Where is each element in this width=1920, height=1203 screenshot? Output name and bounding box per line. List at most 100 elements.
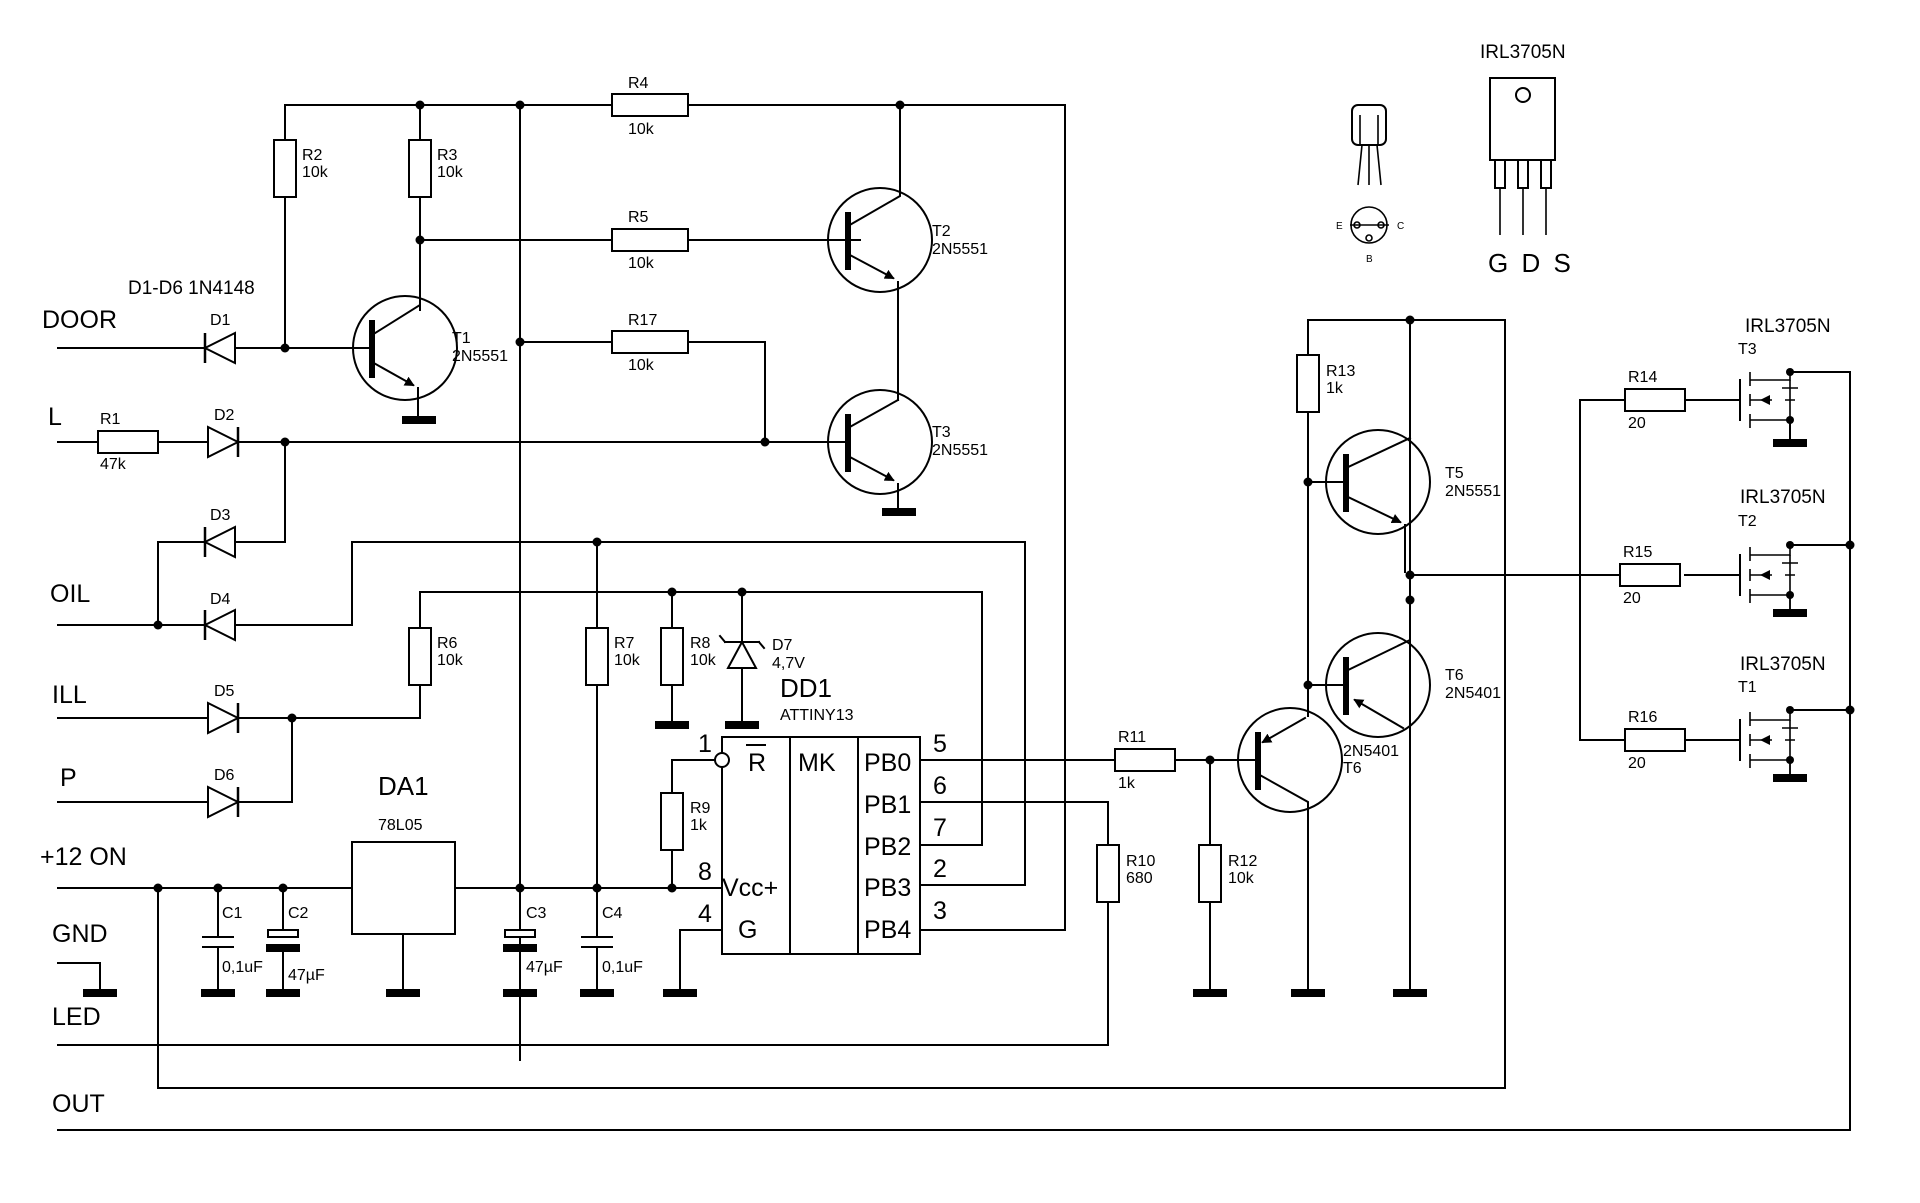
svg-text:680: 680: [1126, 870, 1153, 887]
svg-text:DOOR: DOOR: [42, 306, 117, 334]
svg-text:G: G: [738, 916, 757, 944]
mcu-dd1[interactable]: DD1 ATTINY13 MK R Vcc+ G PB0 PB1 PB2 PB3…: [698, 673, 947, 955]
svg-text:10k: 10k: [628, 255, 655, 272]
svg-text:4: 4: [698, 900, 712, 928]
resistor-r17: R17 10k: [611, 312, 689, 374]
svg-text:10k: 10k: [628, 357, 655, 374]
transistor-t6: T6 2N5401: [1307, 599, 1501, 738]
svg-text:10k: 10k: [628, 121, 655, 138]
resistor-r13: R13 1k: [1296, 354, 1355, 413]
svg-text:78L05: 78L05: [378, 817, 423, 834]
svg-text:10k: 10k: [1228, 870, 1255, 887]
zener-d7: D7 4,7V: [718, 591, 805, 729]
resistor-r5: R5 10k: [611, 209, 689, 272]
gate-bus: [1409, 399, 1741, 741]
diode-d3: D3: [157, 441, 286, 559]
svg-text:R17: R17: [628, 312, 657, 329]
svg-text:C3: C3: [526, 905, 547, 922]
svg-text:OUT: OUT: [52, 1090, 105, 1118]
diode-d5: D5: [57, 683, 421, 735]
svg-text:R7: R7: [614, 635, 635, 652]
svg-text:R15: R15: [1623, 544, 1652, 561]
svg-text:1: 1: [698, 730, 712, 758]
r13-network: [1303, 315, 1506, 997]
svg-text:+12 ON: +12 ON: [40, 843, 127, 871]
svg-text:ILL: ILL: [52, 681, 87, 709]
svg-text:PB1: PB1: [864, 791, 911, 819]
resistor-r12: R12 10k: [1193, 759, 1257, 997]
transistor-t6-driver: 2N5401 T6: [1237, 684, 1399, 997]
svg-text:ATTINY13: ATTINY13: [780, 707, 854, 724]
svg-text:20: 20: [1623, 590, 1641, 607]
svg-text:DA1: DA1: [378, 771, 429, 801]
svg-text:2: 2: [933, 855, 947, 883]
svg-text:D2: D2: [214, 407, 235, 424]
regulator-da1: DA1 78L05: [351, 771, 456, 997]
resistor-r7: R7 10k: [585, 541, 641, 889]
svg-text:6: 6: [933, 772, 947, 800]
svg-text:R14: R14: [1628, 369, 1657, 386]
resistor-r2: R2 10k: [273, 139, 329, 198]
mosfet-q3: T1 IRL3705N: [1738, 654, 1826, 782]
svg-text:4,7V: 4,7V: [772, 655, 805, 672]
resistor-r4: R4 10k: [611, 75, 689, 138]
svg-text:GND: GND: [52, 920, 108, 948]
svg-text:2N5551: 2N5551: [932, 442, 988, 459]
svg-text:IRL3705N: IRL3705N: [1740, 487, 1826, 508]
mosfet-q1: T3 IRL3705N: [1738, 316, 1831, 447]
svg-text:1k: 1k: [1326, 380, 1344, 397]
svg-text:20: 20: [1628, 415, 1646, 432]
svg-text:LED: LED: [52, 1003, 101, 1031]
svg-text:T6: T6: [1445, 667, 1464, 684]
svg-text:T2: T2: [932, 223, 951, 240]
svg-text:2N5551: 2N5551: [1445, 483, 1501, 500]
svg-text:47µF: 47µF: [526, 959, 563, 976]
svg-text:B: B: [1366, 254, 1373, 265]
svg-text:PB3: PB3: [864, 874, 911, 902]
svg-text:C: C: [1397, 221, 1404, 232]
svg-text:R5: R5: [628, 209, 649, 226]
svg-text:R16: R16: [1628, 709, 1657, 726]
mcu-port-wires: [57, 759, 1241, 1046]
svg-text:R1: R1: [100, 411, 121, 428]
svg-text:R3: R3: [437, 147, 458, 164]
svg-text:D4: D4: [210, 591, 231, 608]
svg-text:0,1uF: 0,1uF: [602, 959, 643, 976]
svg-text:10k: 10k: [437, 164, 464, 181]
svg-text:C4: C4: [602, 905, 623, 922]
svg-text:10k: 10k: [690, 652, 717, 669]
svg-text:1k: 1k: [1118, 775, 1136, 792]
svg-text:D3: D3: [210, 507, 231, 524]
svg-text:T1: T1: [452, 330, 471, 347]
svg-text:20: 20: [1628, 755, 1646, 772]
svg-text:0,1uF: 0,1uF: [222, 959, 263, 976]
diode-d2: R1 47k D2: [57, 407, 286, 473]
svg-text:R12: R12: [1228, 853, 1257, 870]
svg-text:1k: 1k: [690, 817, 708, 834]
svg-text:8: 8: [698, 858, 712, 886]
diode-d6: D6: [57, 717, 293, 819]
svg-text:T5: T5: [1445, 465, 1464, 482]
diode-d4: D4: [57, 541, 1026, 886]
input-labels: DOOR L OIL ILL P +12 ON GND LED OUT D1-D…: [40, 278, 255, 1118]
resistor-r15: R15 20: [1619, 544, 1681, 607]
capacitor-c4: C4 0,1uF: [580, 887, 643, 997]
svg-text:D5: D5: [214, 683, 235, 700]
resistor-r9: R9 1k: [660, 752, 730, 889]
svg-text:2N5401: 2N5401: [1343, 743, 1399, 760]
svg-text:D1: D1: [210, 312, 231, 329]
svg-text:R2: R2: [302, 147, 323, 164]
svg-text:2N5551: 2N5551: [932, 241, 988, 258]
svg-text:T2: T2: [1738, 513, 1757, 530]
svg-text:IRL3705N: IRL3705N: [1740, 654, 1826, 675]
svg-text:10k: 10k: [302, 164, 329, 181]
svg-text:PB2: PB2: [864, 833, 911, 861]
to92-package-icon: E C B: [1336, 104, 1404, 265]
capacitor-c3: C3 47µF: [503, 887, 563, 997]
power-rail: [57, 319, 1506, 1089]
svg-text:10k: 10k: [614, 652, 641, 669]
svg-text:MK: MK: [798, 749, 836, 777]
svg-text:T3: T3: [1738, 341, 1757, 358]
resistor-r11: R11 1k: [1114, 729, 1176, 792]
resistor-r8: R8 10k: [655, 591, 717, 729]
